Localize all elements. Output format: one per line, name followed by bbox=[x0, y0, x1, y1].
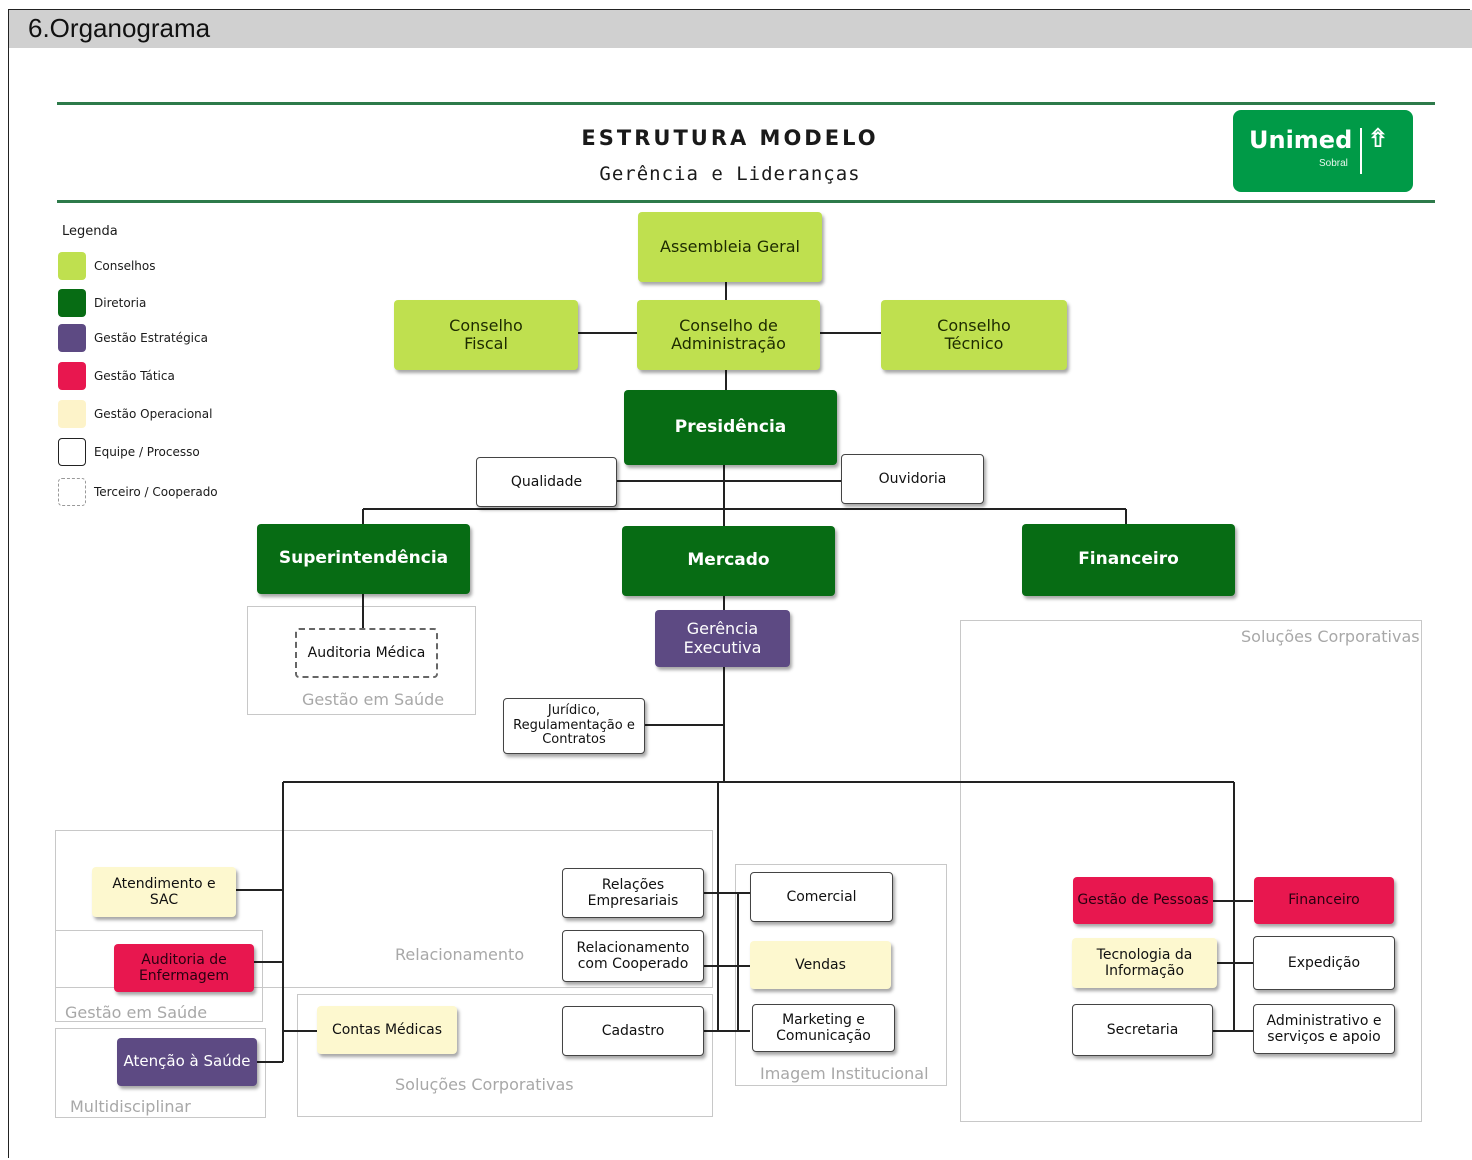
legend-label: Terceiro / Cooperado bbox=[94, 485, 218, 499]
group-label: Soluções Corporativas bbox=[395, 1075, 574, 1094]
group-label: Relacionamento bbox=[395, 945, 525, 964]
node-comercial: Comercial bbox=[750, 872, 893, 922]
node-financeiro-diretoria: Financeiro bbox=[1022, 524, 1235, 596]
legend-swatch bbox=[58, 478, 86, 506]
group-label: Imagem Institucional bbox=[760, 1064, 929, 1083]
node-financeiro-tatico: Financeiro bbox=[1254, 877, 1394, 924]
node-auditoria-enfermagem: Auditoria de Enfermagem bbox=[114, 944, 254, 992]
node-mercado: Mercado bbox=[622, 526, 835, 596]
top-rule bbox=[57, 102, 1435, 105]
group-label: Gestão em Saúde bbox=[65, 1003, 208, 1022]
node-juridico: Jurídico, Regulamentação e Contratos bbox=[503, 698, 645, 754]
node-relacionamento-cooperado: Relacionamento com Cooperado bbox=[562, 930, 704, 982]
legend-label: Conselhos bbox=[94, 259, 156, 273]
node-contas-medicas: Contas Médicas bbox=[317, 1006, 457, 1054]
legend-label: Gestão Tática bbox=[94, 369, 175, 383]
node-administrativo: Administrativo e serviços e apoio bbox=[1253, 1004, 1395, 1054]
group-label: Multidisciplinar bbox=[70, 1097, 191, 1116]
group-solucoes-corporativas-mid bbox=[297, 994, 713, 1117]
legend-title: Legenda bbox=[62, 224, 118, 239]
node-atencao-saude: Atenção à Saúde bbox=[117, 1038, 257, 1086]
node-superintendencia: Superintendência bbox=[257, 524, 470, 594]
node-gerencia-executiva: Gerência Executiva bbox=[655, 610, 790, 667]
logo-mark-icon: ⇮ bbox=[1367, 124, 1389, 154]
node-assembleia-geral: Assembleia Geral bbox=[638, 212, 822, 282]
node-secretaria: Secretaria bbox=[1072, 1004, 1213, 1056]
group-gestao-saude-top bbox=[247, 606, 476, 715]
legend-swatch bbox=[58, 252, 86, 280]
node-auditoria-medica: Auditoria Médica bbox=[295, 628, 438, 678]
group-gestao-saude-left bbox=[55, 930, 263, 1022]
logo-text: Unimed bbox=[1249, 126, 1353, 154]
node-cadastro: Cadastro bbox=[562, 1006, 704, 1056]
unimed-logo: Unimed ⇮ Sobral bbox=[1233, 110, 1413, 192]
legend-label: Diretoria bbox=[94, 296, 147, 310]
node-relacoes-empresariais: Relações Empresariais bbox=[562, 868, 704, 918]
diagram-subtitle: Gerência e Lideranças bbox=[599, 163, 861, 185]
node-conselho-tecnico: Conselho Técnico bbox=[881, 300, 1067, 370]
node-expedicao: Expedição bbox=[1253, 936, 1395, 990]
node-vendas: Vendas bbox=[750, 941, 891, 989]
group-label: Gestão em Saúde bbox=[302, 690, 445, 709]
node-ouvidoria: Ouvidoria bbox=[841, 454, 984, 504]
logo-subtext: Sobral bbox=[1319, 158, 1348, 169]
legend-label: Gestão Operacional bbox=[94, 407, 213, 421]
section-header-bar bbox=[9, 10, 1472, 48]
legend-swatch bbox=[58, 400, 86, 428]
legend-swatch bbox=[58, 324, 86, 352]
legend-swatch bbox=[58, 438, 86, 466]
node-presidencia: Presidência bbox=[624, 390, 837, 465]
page-frame bbox=[8, 9, 1470, 1158]
legend-label: Equipe / Processo bbox=[94, 445, 200, 459]
node-marketing: Marketing e Comunicação bbox=[752, 1004, 895, 1052]
group-imagem-institucional bbox=[735, 864, 947, 1086]
bottom-rule bbox=[57, 200, 1435, 203]
legend-swatch bbox=[58, 289, 86, 317]
diagram-title: ESTRUTURA MODELO bbox=[581, 126, 879, 150]
node-qualidade: Qualidade bbox=[476, 457, 617, 507]
node-atendimento-sac: Atendimento e SAC bbox=[92, 867, 236, 917]
section-title: 6.Organograma bbox=[28, 13, 211, 43]
group-relacionamento bbox=[55, 830, 713, 988]
node-gestao-pessoas: Gestão de Pessoas bbox=[1073, 877, 1213, 924]
group-solucoes-corporativas-right bbox=[960, 620, 1422, 1122]
node-conselho-fiscal: Conselho Fiscal bbox=[394, 300, 578, 370]
legend-label: Gestão Estratégica bbox=[94, 331, 208, 345]
node-tecnologia-informacao: Tecnologia da Informação bbox=[1072, 938, 1217, 988]
node-conselho-administracao: Conselho de Administração bbox=[637, 300, 820, 370]
logo-separator bbox=[1360, 128, 1362, 174]
group-label: Soluções Corporativas bbox=[1241, 627, 1420, 646]
group-multidisciplinar bbox=[55, 1028, 266, 1118]
legend-swatch bbox=[58, 362, 86, 390]
